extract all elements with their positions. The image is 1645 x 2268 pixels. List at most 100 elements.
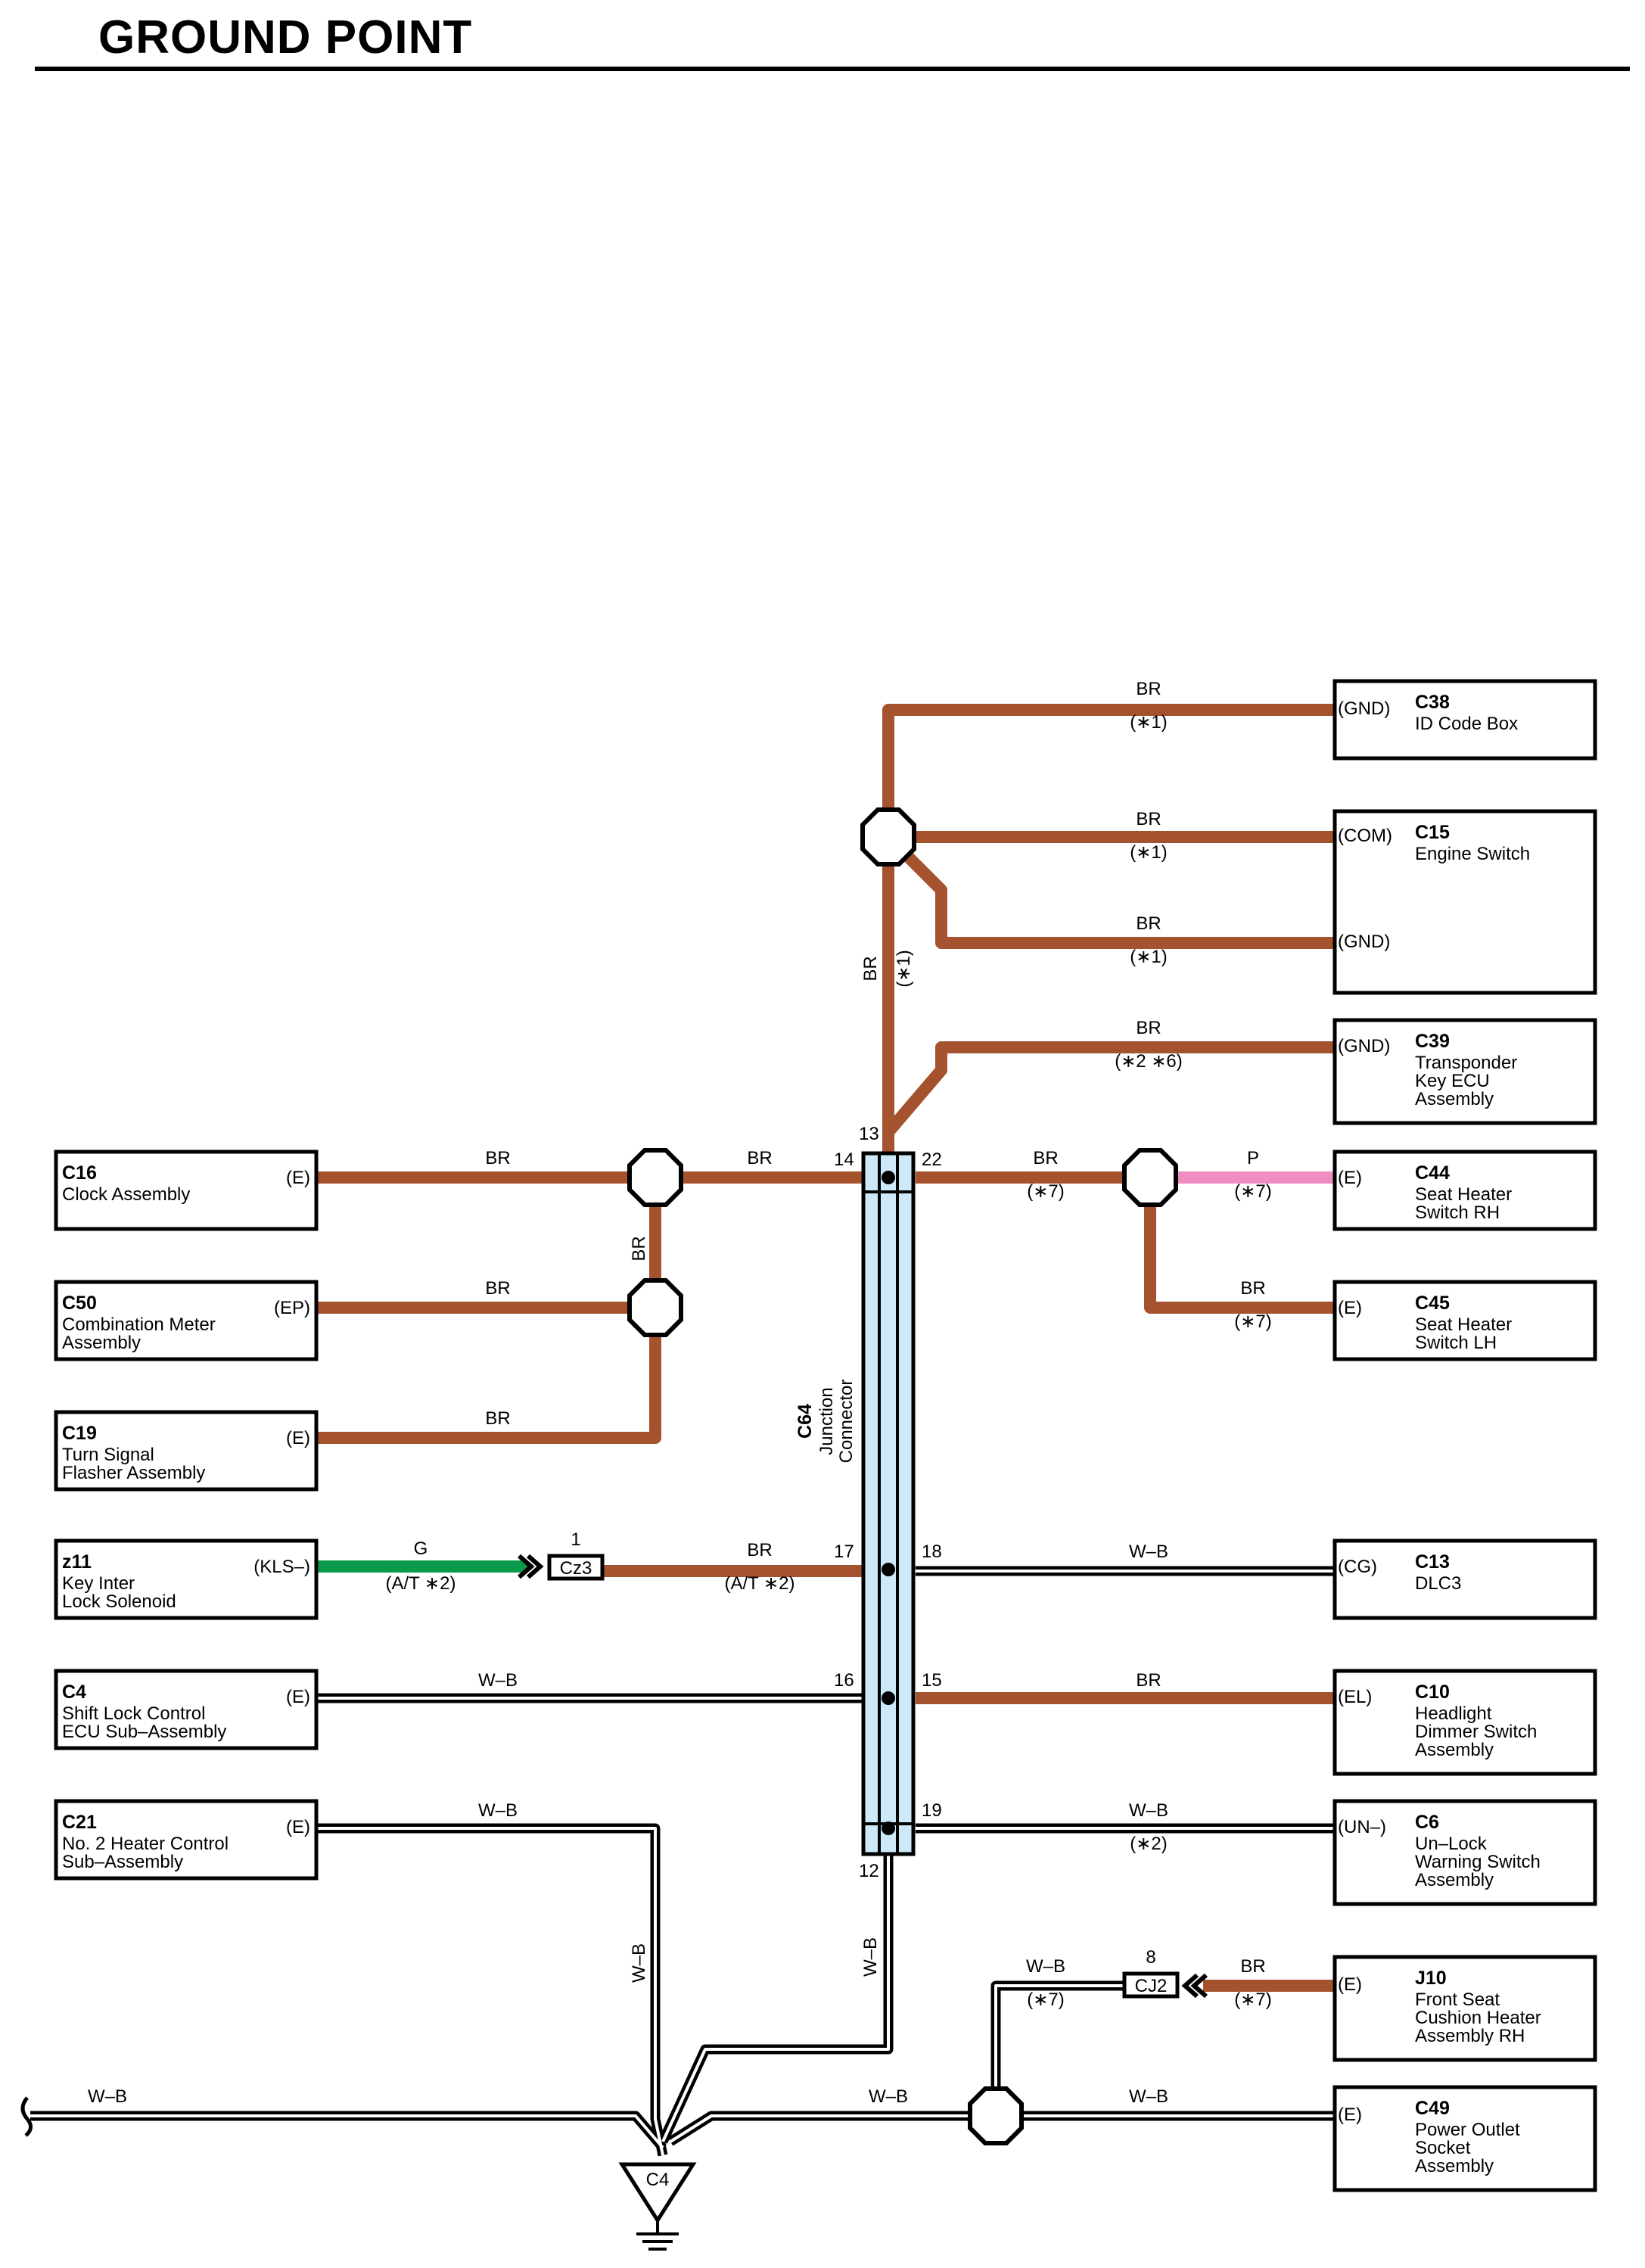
ground-c4: C4	[618, 2162, 697, 2251]
right-component-labels: (GND) C38 ID Code Box (COM) (GND) C15 En…	[1338, 692, 1541, 2176]
wire-color-label: BR	[1240, 1278, 1265, 1299]
right-components	[1332, 679, 1597, 2192]
component-code: C39	[1415, 1031, 1450, 1052]
component-pin: (GND)	[1338, 698, 1390, 719]
component-name: Assembly	[1415, 1870, 1494, 1890]
wire-note-label: (∗2 ∗6)	[1115, 1051, 1183, 1072]
component-pin: (CG)	[1338, 1557, 1377, 1577]
ground-triangle	[618, 2162, 697, 2224]
wire-note-label: (∗7)	[1234, 1990, 1271, 2010]
component-code: C6	[1415, 1812, 1439, 1833]
component-code: C50	[62, 1293, 97, 1314]
wire-color-label: W–B	[478, 1800, 518, 1821]
component-pin: (E)	[286, 1687, 310, 1707]
junction-dot-19	[882, 1822, 895, 1835]
component-box-c13	[1332, 1538, 1597, 1620]
cj2-box	[1122, 1971, 1180, 1999]
wire-note-label: (∗1)	[1130, 947, 1167, 967]
component-name: ECU Sub–Assembly	[62, 1722, 226, 1742]
component-name: DLC3	[1415, 1573, 1461, 1594]
wire-color-label: BR	[1136, 809, 1161, 829]
junction-pin-13: 13	[859, 1124, 879, 1144]
component-name: Dimmer Switch	[1415, 1722, 1537, 1742]
wire-color-label: W–B	[860, 1937, 881, 1977]
wb-wires-inner	[30, 1570, 1335, 2156]
component-name: Assembly RH	[1415, 2026, 1525, 2046]
component-name: Power Outlet	[1415, 2120, 1520, 2140]
component-box-c21	[54, 1799, 319, 1881]
component-name: Un–Lock	[1415, 1834, 1488, 1854]
wire-color-label: BR	[747, 1540, 772, 1560]
component-pin-2: (GND)	[1338, 932, 1390, 952]
component-code: C15	[1415, 822, 1450, 843]
junction-pin-14: 14	[834, 1150, 854, 1170]
component-pin: (GND)	[1338, 1036, 1390, 1056]
component-name: Seat Heater	[1415, 1314, 1512, 1335]
component-pin: (KLS–)	[253, 1557, 310, 1577]
wire-color-label: BR	[485, 1408, 510, 1429]
component-pin: (EP)	[274, 1298, 310, 1318]
component-box-c45	[1332, 1280, 1597, 1361]
cz3-pin: 1	[571, 1529, 580, 1550]
wire-note-label: (∗1)	[1130, 712, 1167, 733]
wire-c21	[316, 1823, 668, 2157]
junction-pin-18: 18	[922, 1542, 942, 1562]
component-name: No. 2 Heater Control	[62, 1834, 229, 1854]
component-name: Assembly	[62, 1333, 141, 1353]
wire-color-label: BR	[629, 1236, 649, 1261]
component-name: Transponder	[1415, 1053, 1517, 1073]
wire-c15-gnd	[884, 832, 1335, 949]
component-name: Socket	[1415, 2138, 1471, 2158]
wire-note-label: (∗7)	[1234, 1181, 1271, 1202]
component-box-c16	[54, 1150, 319, 1231]
splice-p22	[1122, 1148, 1178, 1207]
component-box-c10	[1332, 1669, 1597, 1776]
wire-note-label: (∗7)	[1027, 1990, 1064, 2010]
wire-p12	[658, 1850, 894, 2144]
component-pin: (COM)	[1338, 826, 1392, 846]
wire-c19	[316, 1308, 661, 1444]
component-box-c50	[54, 1280, 319, 1361]
cj2-code: CJ2	[1135, 1976, 1168, 1996]
wire-color-label: BR	[1136, 679, 1161, 699]
component-box-c15	[1332, 809, 1597, 995]
wire-note-label: (∗1)	[894, 950, 914, 987]
component-name: Front Seat	[1415, 1990, 1500, 2010]
component-name: Assembly	[1415, 1089, 1494, 1109]
wire-break-mark	[20, 2096, 33, 2137]
component-name: Shift Lock Control	[62, 1703, 205, 1724]
component-name: Clock Assembly	[62, 1184, 190, 1205]
component-code: C4	[62, 1682, 86, 1703]
ground-code: C4	[646, 2170, 670, 2190]
component-name: Key Inter	[62, 1573, 135, 1594]
page-title: GROUND POINT	[98, 11, 473, 64]
component-pin: (UN–)	[1338, 1817, 1386, 1837]
component-name: Switch RH	[1415, 1202, 1500, 1223]
junction-code: C64	[795, 1404, 816, 1439]
component-box-c39	[1332, 1018, 1597, 1125]
component-pin: (E)	[286, 1817, 310, 1837]
wire-color-label: BR	[1136, 913, 1161, 934]
cz3-code: Cz3	[560, 1558, 592, 1579]
wire-bottom-left	[30, 2111, 667, 2151]
wire-color-label: W–B	[88, 2086, 127, 2107]
wire-color-label: BR	[1136, 1018, 1161, 1038]
component-pin: (E)	[286, 1168, 310, 1188]
wire-note-label: (A/T ∗2)	[385, 1573, 456, 1594]
junction-pin-15: 15	[922, 1670, 942, 1691]
component-name: Assembly	[1415, 2156, 1494, 2176]
junction-pin-12: 12	[859, 1861, 879, 1881]
splices	[627, 807, 1178, 2145]
component-box-c19	[54, 1410, 319, 1492]
wire-c38	[882, 704, 1335, 837]
inline-connector-cj2: CJ2 8	[1122, 1947, 1208, 1999]
component-name: Combination Meter	[62, 1314, 216, 1335]
component-pin: (E)	[1338, 1298, 1362, 1318]
component-box-z11	[54, 1538, 319, 1620]
inline-connector-cz3: Cz3 1	[518, 1529, 605, 1581]
component-name: Lock Solenoid	[62, 1591, 176, 1612]
title-rule	[35, 67, 1630, 71]
junction-dot-16	[882, 1691, 895, 1705]
cz3-box	[547, 1554, 605, 1581]
